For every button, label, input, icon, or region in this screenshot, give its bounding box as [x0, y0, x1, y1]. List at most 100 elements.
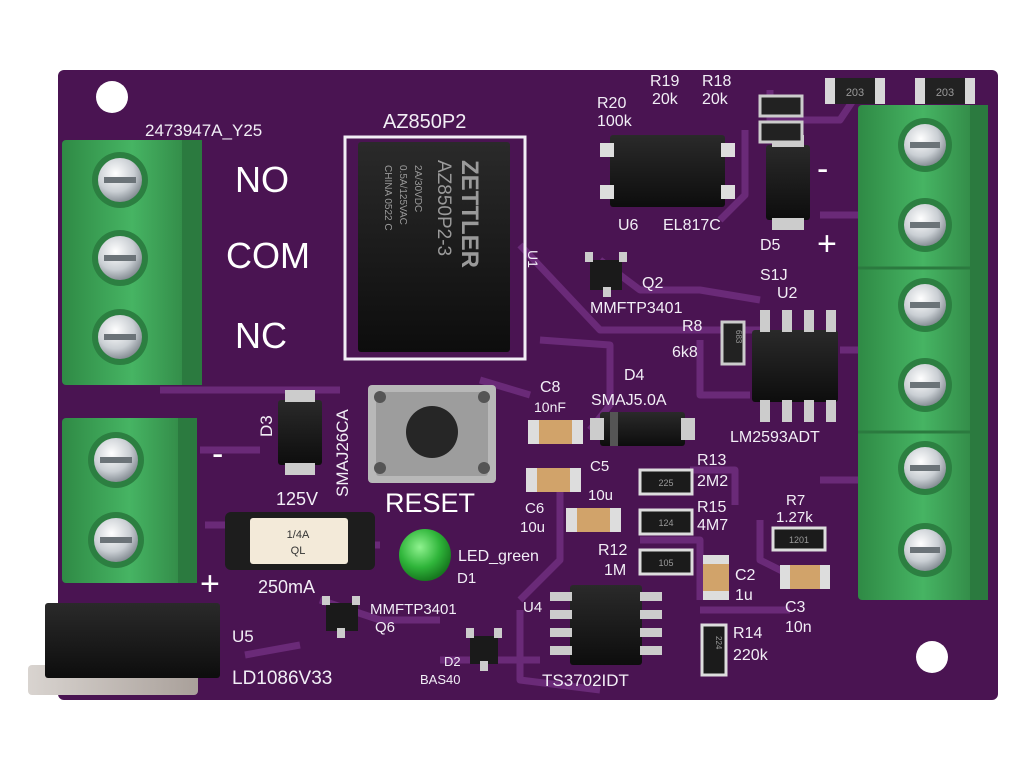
label-d5: D5 — [760, 237, 781, 254]
label-r14: R14 — [733, 625, 762, 642]
label-q6: Q6 — [375, 619, 395, 636]
terminal-block-inputs — [858, 105, 988, 600]
label-c3v: 10n — [785, 619, 812, 636]
label-r19: R19 — [650, 73, 679, 90]
label-nc: NC — [235, 315, 287, 356]
label-u5: U5 — [232, 627, 254, 646]
label-no: NO — [235, 159, 289, 200]
label-u2: U2 — [777, 285, 798, 302]
label-u1: U1 — [525, 250, 541, 268]
regulator-icon — [28, 603, 220, 695]
label-c2: C2 — [735, 567, 756, 584]
diode-d5 — [766, 135, 810, 230]
label-r12v: 1M — [604, 562, 626, 579]
relay-ref: AZ850P2 — [383, 111, 466, 133]
label-smaj5: SMAJ5.0A — [591, 392, 667, 409]
capacitor-c8 — [528, 420, 583, 444]
label-q2: Q2 — [642, 275, 663, 292]
screw-terminal-icon — [88, 512, 144, 568]
label-c5v: 10u — [588, 487, 613, 504]
mounting-hole-icon — [96, 81, 128, 113]
svg-text:CHINA 0522 C: CHINA 0522 C — [382, 165, 393, 231]
label-d4: D4 — [624, 367, 645, 384]
label-r15v: 4M7 — [697, 517, 728, 534]
label-r20: R20 — [597, 95, 626, 112]
terminal-block-relay — [62, 140, 202, 385]
svg-text:AZ850P2-3: AZ850P2-3 — [433, 160, 454, 256]
diode-d4 — [590, 412, 695, 446]
screw-terminal-icon — [898, 118, 952, 172]
screw-terminal-icon — [898, 358, 952, 412]
label-led: LED_green — [458, 548, 539, 565]
svg-text:2A/30VDC: 2A/30VDC — [412, 165, 423, 212]
capacitor-c2 — [703, 555, 729, 600]
label-lm2593: LM2593ADT — [730, 429, 820, 446]
resistor-r18 — [758, 94, 804, 118]
capacitor-c5 — [526, 468, 581, 492]
label-c8: C8 — [540, 379, 561, 396]
label-q2-part: MMFTP3401 — [590, 300, 683, 317]
screw-terminal-icon — [92, 152, 148, 208]
label-ld1086: LD1086V33 — [232, 668, 332, 689]
label-u4: U4 — [523, 599, 542, 616]
label-c6: C6 — [525, 500, 544, 517]
resistor-r19 — [758, 120, 804, 144]
capacitor-c6 — [566, 508, 621, 532]
label-u6: U6 — [618, 217, 639, 234]
resistor-203-b: 203 — [915, 78, 975, 104]
terminal-block-power — [62, 418, 197, 583]
label-d1: D1 — [457, 570, 476, 587]
resistor-203-a: 203 — [825, 78, 885, 104]
capacitor-c3 — [780, 565, 830, 589]
label-minus-right: - — [817, 150, 828, 188]
label-q6-part: MMFTP3401 — [370, 601, 457, 618]
svg-text:203: 203 — [846, 87, 864, 99]
diode-d2 — [466, 628, 502, 671]
svg-text:QL: QL — [291, 545, 306, 557]
label-r12: R12 — [598, 542, 627, 559]
push-button-icon — [368, 385, 496, 483]
label-r7: R7 — [786, 492, 805, 509]
label-r13v: 2M2 — [697, 473, 728, 490]
screw-terminal-icon — [898, 278, 952, 332]
screw-terminal-icon — [92, 230, 148, 286]
svg-text:203: 203 — [936, 87, 954, 99]
ic-u2 — [752, 310, 838, 422]
label-r13: R13 — [697, 452, 726, 469]
label-r15: R15 — [697, 499, 726, 516]
svg-text:1/4A: 1/4A — [287, 529, 310, 541]
label-r19v: 20k — [652, 91, 679, 108]
optocoupler-u6 — [600, 135, 735, 207]
fuse-icon: 1/4A QL — [225, 512, 375, 570]
label-minus-left: - — [212, 435, 223, 473]
svg-text:225: 225 — [658, 478, 673, 488]
screw-terminal-icon — [898, 441, 952, 495]
silkscreen-labels: 2473947A_Y25 AZ850P2 NO COM NC - + - + D… — [145, 73, 837, 690]
resistor-r8: 683 — [720, 320, 746, 366]
label-250ma: 250mA — [258, 577, 315, 597]
resistor-r13: 225 — [638, 468, 694, 496]
label-c5: C5 — [590, 458, 609, 475]
ic-u4 — [550, 585, 662, 665]
svg-text:0.5A/125VAC: 0.5A/125VAC — [397, 165, 408, 225]
label-r7v: 1.27k — [776, 509, 813, 526]
svg-text:224: 224 — [714, 636, 723, 650]
label-d2: D2 — [444, 654, 461, 669]
diode-d3 — [278, 390, 322, 475]
svg-text:683: 683 — [734, 330, 743, 344]
transistor-q2 — [585, 252, 627, 297]
transistor-q6 — [322, 596, 360, 638]
svg-text:124: 124 — [658, 518, 673, 528]
screw-terminal-icon — [88, 432, 144, 488]
resistor-r14: 224 — [700, 623, 728, 677]
resistor-r7: 1201 — [771, 526, 827, 552]
label-s1j: S1J — [760, 267, 788, 284]
label-c2v: 1u — [735, 587, 753, 604]
label-c3: C3 — [785, 599, 806, 616]
mounting-hole-icon — [916, 641, 948, 673]
resistor-r15: 124 — [638, 508, 694, 536]
led-icon — [399, 529, 451, 581]
label-c6v: 10u — [520, 519, 545, 536]
screw-terminal-icon — [898, 198, 952, 252]
